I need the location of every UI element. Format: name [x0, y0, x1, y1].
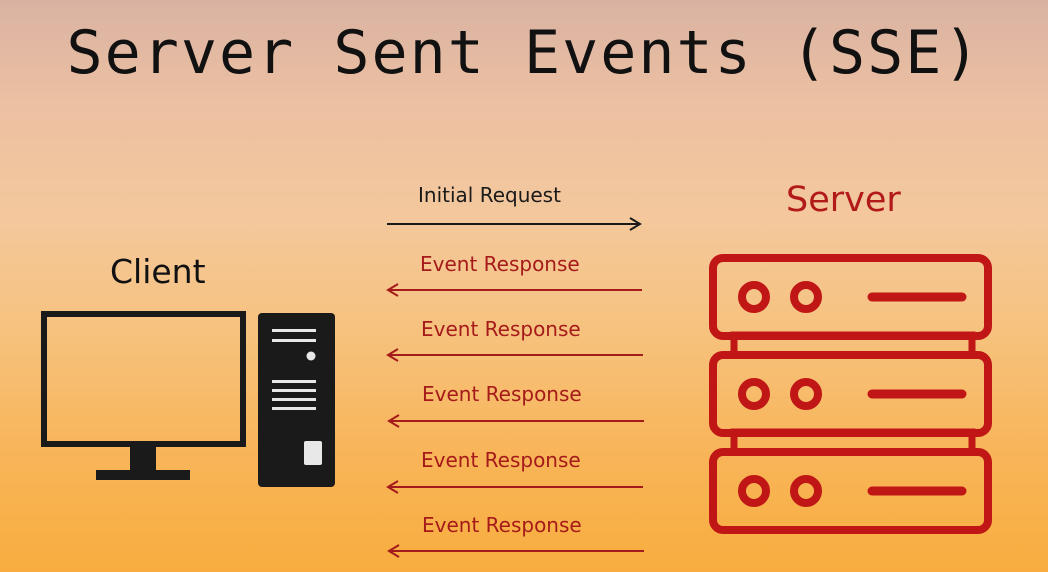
event-response-arrow-1	[386, 283, 642, 297]
page-title: Server Sent Events (SSE)	[66, 18, 982, 88]
client-label: Client	[110, 252, 206, 291]
event-response-label-3: Event Response	[422, 382, 582, 406]
event-response-arrow-4	[386, 480, 643, 494]
server-label: Server	[786, 180, 901, 220]
event-response-arrow-2	[386, 348, 643, 362]
event-response-label-1: Event Response	[420, 252, 580, 276]
event-response-arrow-5	[387, 544, 644, 558]
event-response-label-4: Event Response	[421, 448, 581, 472]
server-rack-icon	[709, 254, 992, 534]
pc-tower-icon	[258, 313, 335, 487]
event-response-label-5: Event Response	[422, 513, 582, 537]
event-response-arrow-3	[387, 414, 644, 428]
event-response-label-2: Event Response	[421, 317, 581, 341]
monitor-icon	[41, 311, 246, 480]
initial-request-label: Initial Request	[418, 183, 561, 207]
initial-request-arrow	[387, 217, 642, 231]
